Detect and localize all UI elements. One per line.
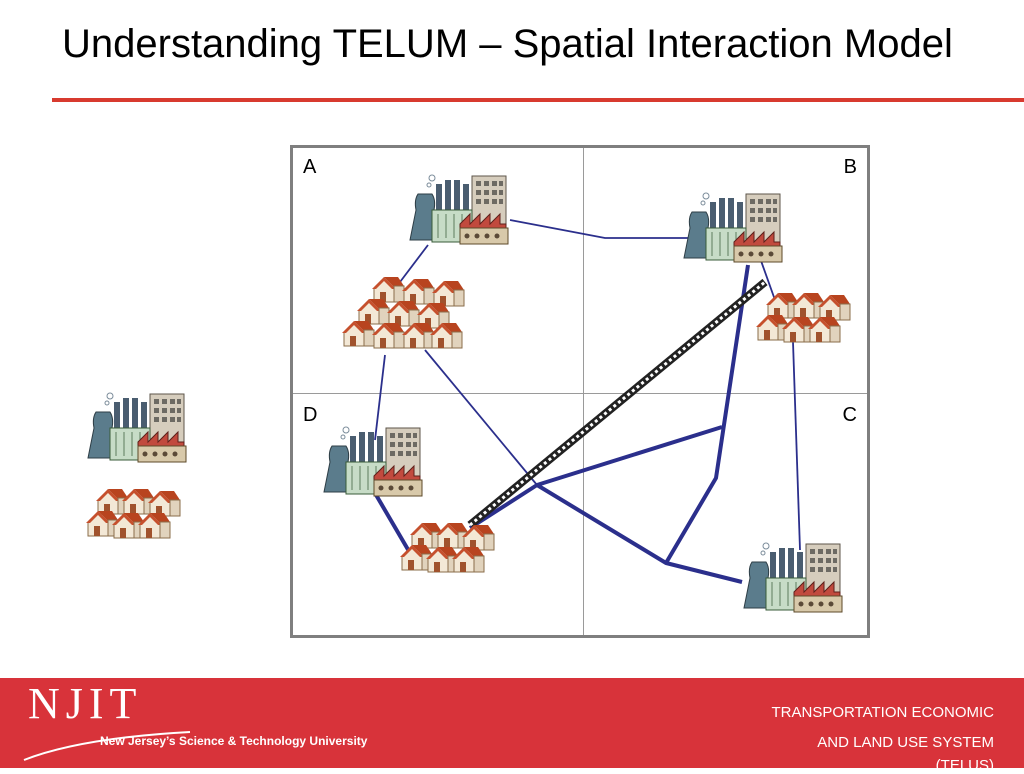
link-d-center (468, 425, 723, 530)
quadrant-divider-horizontal (293, 393, 867, 394)
link-a-factory-houses (399, 244, 429, 283)
thin-links (374, 219, 801, 551)
link-b-c-thick (664, 264, 750, 565)
quadrant-label-c: C (842, 404, 857, 426)
quadrant-divider-vertical (583, 148, 584, 635)
slide-title: Understanding TELUM – Spatial Interactio… (62, 22, 953, 66)
houses-icon-legend (86, 489, 180, 538)
quadrant-label-d: D (303, 404, 318, 426)
link-d-houses (370, 486, 412, 555)
footer-bar: NJIT New Jersey’s Science & Technology U… (0, 678, 1024, 774)
houses-icon-a (342, 277, 464, 348)
factory-icon-a (409, 174, 509, 245)
thick-links (370, 264, 750, 584)
title-rule (52, 98, 1024, 102)
link-a-d (374, 354, 386, 441)
factory-icon-d (323, 426, 423, 497)
link-a-center (424, 349, 538, 486)
quadrant-label-b: B (843, 156, 857, 178)
link-b-houses (759, 257, 776, 301)
link-b-c (792, 341, 801, 551)
footer-caption: TRANSPORTATION ECONOMIC AND LAND USE SYS… (674, 698, 994, 774)
footer-line-1: TRANSPORTATION ECONOMIC (771, 704, 994, 721)
logo-tagline: New Jersey’s Science & Technology Univer… (100, 734, 368, 748)
factory-icon-b (683, 192, 783, 263)
footer-line-2: AND LAND USE SYSTEM (817, 734, 994, 751)
houses-icon-d (400, 523, 494, 572)
link-a-b (509, 219, 700, 239)
factory-icon-c (743, 542, 843, 613)
quadrant-label-a: A (303, 156, 317, 178)
footer-line-3: (TELUS) (935, 757, 994, 774)
houses-icon-b (756, 293, 850, 342)
rail-line (467, 278, 768, 529)
link-center-c (535, 483, 743, 584)
factory-icon-legend (87, 392, 187, 463)
logo-swoosh-icon (23, 731, 191, 761)
njit-logo: NJIT (28, 679, 143, 728)
